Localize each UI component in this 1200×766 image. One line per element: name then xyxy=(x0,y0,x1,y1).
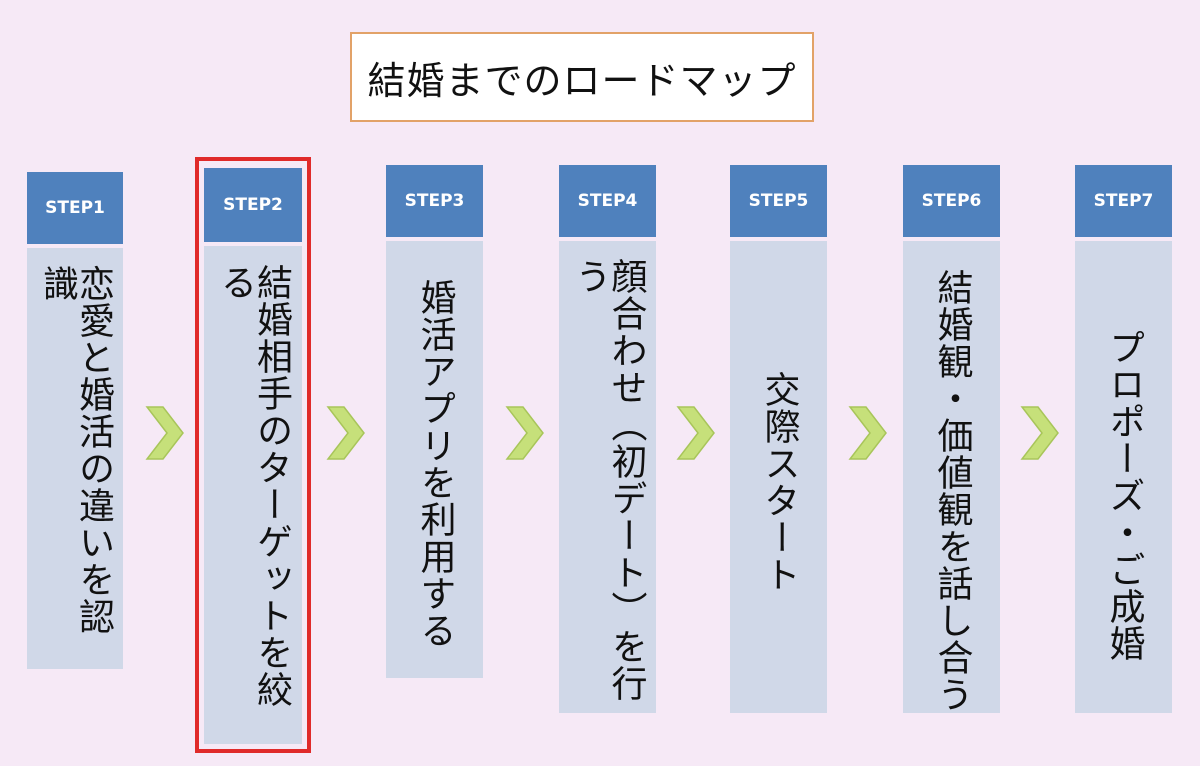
step-6-text: 結婚観・価値観を話し合う xyxy=(931,269,973,713)
step-2: STEP2 結婚相手のターゲットを絞る xyxy=(204,168,302,744)
step-1: STEP1 恋愛と婚活の違いを認識 xyxy=(27,172,123,669)
step-4-body: 顔合わせ（初デート）を行う xyxy=(559,241,656,713)
step-2-label: STEP2 xyxy=(204,168,302,242)
step-5: STEP5 交際スタート xyxy=(730,165,827,713)
chevron-right-icon xyxy=(326,406,365,460)
step-3: STEP3 婚活アプリを利用する xyxy=(386,165,483,678)
step-1-label: STEP1 xyxy=(27,172,123,244)
chevron-right-icon xyxy=(1020,406,1059,460)
step-3-text: 婚活アプリを利用する xyxy=(414,279,456,649)
step-5-body: 交際スタート xyxy=(730,241,827,713)
step-3-body: 婚活アプリを利用する xyxy=(386,241,483,678)
chevron-right-icon xyxy=(676,406,715,460)
diagram-title: 結婚までのロードマップ xyxy=(350,32,814,122)
step-7: STEP7 プロポーズ・ご成婚 xyxy=(1075,165,1172,713)
step-2-text: 結婚相手のターゲットを絞る xyxy=(215,264,292,708)
step-7-body: プロポーズ・ご成婚 xyxy=(1075,241,1172,713)
step-1-body: 恋愛と婚活の違いを認識 xyxy=(27,248,123,669)
step-6-body: 結婚観・価値観を話し合う xyxy=(903,241,1000,713)
chevron-right-icon xyxy=(848,406,887,460)
step-6-label: STEP6 xyxy=(903,165,1000,237)
step-4-text: 顔合わせ（初デート）を行う xyxy=(569,258,647,702)
step-2-body: 結婚相手のターゲットを絞る xyxy=(204,246,302,744)
step-2-highlight-frame xyxy=(195,157,311,753)
chevron-right-icon xyxy=(145,406,184,460)
step-7-text: プロポーズ・ご成婚 xyxy=(1103,329,1145,662)
chevron-right-icon xyxy=(505,406,544,460)
step-3-label: STEP3 xyxy=(386,165,483,237)
step-4: STEP4 顔合わせ（初デート）を行う xyxy=(559,165,656,713)
step-6: STEP6 結婚観・価値観を話し合う xyxy=(903,165,1000,713)
step-5-label: STEP5 xyxy=(730,165,827,237)
step-5-text: 交際スタート xyxy=(758,371,800,593)
step-4-label: STEP4 xyxy=(559,165,656,237)
step-1-text: 恋愛と婚活の違いを認識 xyxy=(37,265,114,635)
step-7-label: STEP7 xyxy=(1075,165,1172,237)
